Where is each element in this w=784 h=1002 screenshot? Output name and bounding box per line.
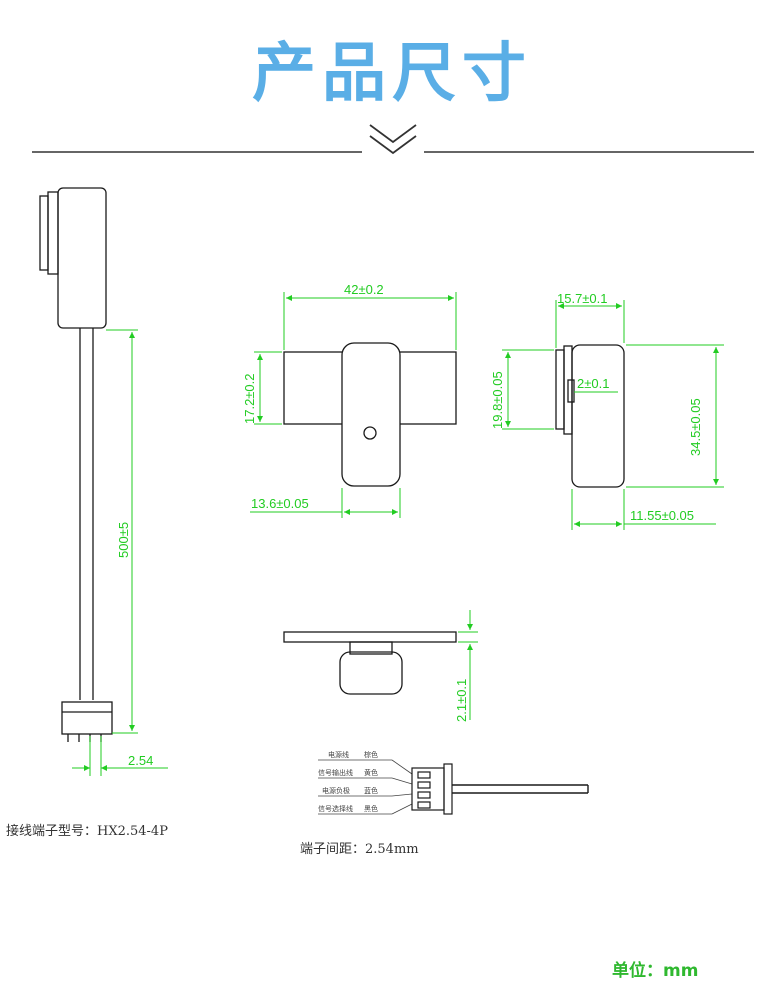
wire-color-label: 棕色: [364, 750, 378, 759]
thickness-dimension-label: 2.1±0.1: [454, 679, 469, 722]
wire-color-label: 黑色: [364, 804, 378, 813]
side-view: [39, 187, 113, 742]
right-view: [555, 344, 625, 488]
page-title: 产品尺寸: [252, 37, 532, 111]
header-divider: [32, 124, 754, 155]
height-dimension-label: 17.2±0.2: [242, 373, 257, 424]
wire-lines: [318, 759, 413, 815]
pitch-dimension-label: 2.54: [128, 753, 153, 768]
wire-name-label: 电源负极: [322, 786, 350, 795]
right-view-dimensions: [502, 300, 724, 530]
wire-color-label: 蓝色: [364, 786, 378, 795]
front-view-dimensions: [250, 292, 457, 518]
unit-label: 单位：mm: [612, 960, 698, 981]
double-chevron-down-icon: [369, 124, 417, 155]
bottom-view-dimensions: [458, 610, 478, 720]
wire-name-label: 电源线: [328, 750, 349, 759]
wiring-diagram: 电源线 棕色 信号输出线 黄色 电源负极 蓝色 信号选择线 黑色: [318, 750, 589, 815]
top-width-dimension-label: 15.7±0.1: [557, 291, 608, 306]
bottom-view: [283, 631, 457, 695]
left-height-dimension-label: 19.8±0.05: [490, 371, 505, 429]
cable: [452, 784, 589, 794]
right-height-dimension-label: 34.5±0.05: [688, 398, 703, 456]
width-dimension-label: 42±0.2: [344, 282, 384, 297]
wire-color-label: 黄色: [364, 768, 378, 777]
length-dimension-label: 500±5: [116, 522, 131, 558]
connector-housing: [411, 763, 453, 815]
wire-name-label: 信号选择线: [318, 804, 353, 813]
bottom-width-dimension-label: 11.55±0.05: [630, 508, 694, 523]
connector-model-note: 接线端子型号：HX2.54-4P: [6, 823, 168, 839]
front-view: [283, 342, 457, 487]
center-width-dimension-label: 13.6±0.05: [251, 496, 309, 511]
terminal-pitch-note: 端子间距：2.54mm: [300, 842, 419, 857]
wire-name-label: 信号输出线: [318, 768, 353, 777]
side-view-dimensions: [72, 329, 168, 776]
mid-dimension-label: 2±0.1: [577, 376, 609, 391]
